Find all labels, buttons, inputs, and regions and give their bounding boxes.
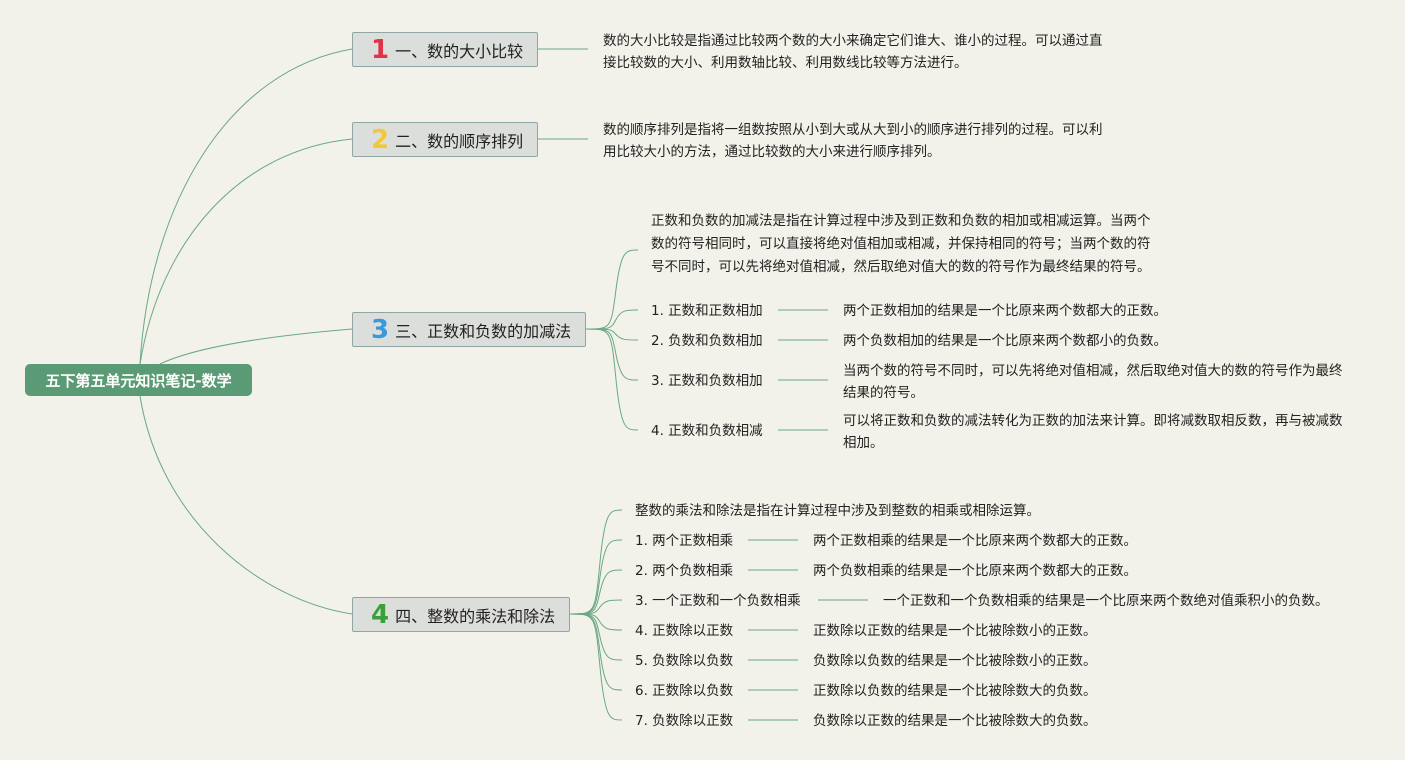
topic-3-item-4-description: 可以将正数和负数的减法转化为正数的加法来计算。即将减数取相反数，再与被减数相加。 bbox=[843, 413, 1343, 451]
topic-4-item-5-label[interactable]: 5. 负数除以负数 bbox=[635, 653, 734, 669]
topic-4-item-4-label[interactable]: 4. 正数除以正数 bbox=[635, 623, 734, 639]
topic-4-link-item-2 bbox=[569, 569, 623, 615]
topic-3-item-2-description: 两个负数相加的结果是一个比原来两个数都小的负数。 bbox=[843, 333, 1167, 349]
topic-4-label: 四、整数的乘法和除法 bbox=[395, 606, 556, 626]
topic-4-item-7-label[interactable]: 7. 负数除以正数 bbox=[635, 713, 734, 729]
topic-3-item-4-label[interactable]: 4. 正数和负数相减 bbox=[651, 423, 763, 439]
topic-2-description: 数的顺序排列是指将一组数按照从小到大或从大到小的顺序进行排列的过程。可以利用比较… bbox=[603, 122, 1103, 160]
topic-4-link-desc bbox=[569, 509, 623, 615]
topic-4-item-1-description: 两个正数相乘的结果是一个比原来两个数都大的正数。 bbox=[813, 533, 1137, 549]
number-1-icon: 1 bbox=[371, 34, 390, 65]
topic-4-item-4-description: 正数除以正数的结果是一个比被除数小的正数。 bbox=[813, 623, 1097, 639]
topic-1-label: 一、数的大小比较 bbox=[395, 41, 524, 61]
topic-4-link-item-6 bbox=[569, 613, 623, 691]
root-link-topic-3 bbox=[159, 328, 353, 365]
number-2-icon: 2 bbox=[371, 124, 390, 155]
topic-3-item-2-label[interactable]: 2. 负数和负数相加 bbox=[651, 333, 763, 349]
topic-3-node[interactable]: 3 三、正数和负数的加减法 bbox=[352, 312, 586, 347]
root-node[interactable]: 五下第五单元知识笔记-数学 bbox=[25, 364, 252, 396]
topic-4-item-3-label[interactable]: 3. 一个正数和一个负数相乘 bbox=[635, 593, 801, 609]
topic-3-link-item-4 bbox=[585, 328, 639, 431]
topic-3-link-desc bbox=[585, 249, 639, 330]
topic-3-item-3-label[interactable]: 3. 正数和负数相加 bbox=[651, 373, 763, 389]
topic-4-description: 整数的乘法和除法是指在计算过程中涉及到整数的相乘或相除运算。 bbox=[635, 503, 1040, 519]
topic-4-link-item-5 bbox=[569, 613, 623, 661]
topic-3-link-item-3 bbox=[585, 328, 639, 381]
topic-3-link-item-1 bbox=[585, 309, 639, 330]
root-link-topic-2 bbox=[139, 138, 353, 365]
topic-4-item-2-description: 两个负数相乘的结果是一个比原来两个数都大的正数。 bbox=[813, 563, 1137, 579]
topic-4-node[interactable]: 4 四、整数的乘法和除法 bbox=[352, 597, 570, 632]
topic-2-node[interactable]: 2 二、数的顺序排列 bbox=[352, 122, 538, 157]
topic-4-item-3-description: 一个正数和一个负数相乘的结果是一个比原来两个数绝对值乘积小的负数。 bbox=[883, 593, 1329, 609]
topic-4-link-item-1 bbox=[569, 539, 623, 615]
topic-3-label: 三、正数和负数的加减法 bbox=[395, 321, 572, 341]
topic-1-description: 数的大小比较是指通过比较两个数的大小来确定它们谁大、谁小的过程。可以通过直接比较… bbox=[603, 33, 1103, 71]
topic-3-item-3-description: 当两个数的符号不同时，可以先将绝对值相减，然后取绝对值大的数的符号作为最终结果的… bbox=[843, 363, 1343, 401]
topic-4-item-6-description: 正数除以负数的结果是一个比被除数大的负数。 bbox=[813, 683, 1097, 699]
root-link-topic-4 bbox=[139, 395, 353, 615]
topic-4-item-6-label[interactable]: 6. 正数除以负数 bbox=[635, 683, 734, 699]
topic-1-node[interactable]: 1 一、数的大小比较 bbox=[352, 32, 538, 67]
topic-4-item-1-label[interactable]: 1. 两个正数相乘 bbox=[635, 533, 734, 549]
topic-2-label: 二、数的顺序排列 bbox=[395, 131, 524, 151]
topic-4-item-2-label[interactable]: 2. 两个负数相乘 bbox=[635, 563, 734, 579]
number-3-icon: 3 bbox=[371, 314, 390, 345]
topic-4-item-5-description: 负数除以负数的结果是一个比被除数小的正数。 bbox=[813, 653, 1097, 669]
topic-3-item-1-description: 两个正数相加的结果是一个比原来两个数都大的正数。 bbox=[843, 303, 1167, 319]
root-link-topic-1 bbox=[139, 48, 353, 365]
topic-4-link-item-7 bbox=[569, 613, 623, 721]
number-4-icon: 4 bbox=[371, 599, 390, 630]
topic-3-item-1-label[interactable]: 1. 正数和正数相加 bbox=[651, 303, 763, 319]
topic-3-description: 正数和负数的加减法是指在计算过程中涉及到正数和负数的相加或相减运算。当两个数的符… bbox=[651, 213, 1151, 275]
topic-4-item-7-description: 负数除以正数的结果是一个比被除数大的负数。 bbox=[813, 713, 1097, 729]
